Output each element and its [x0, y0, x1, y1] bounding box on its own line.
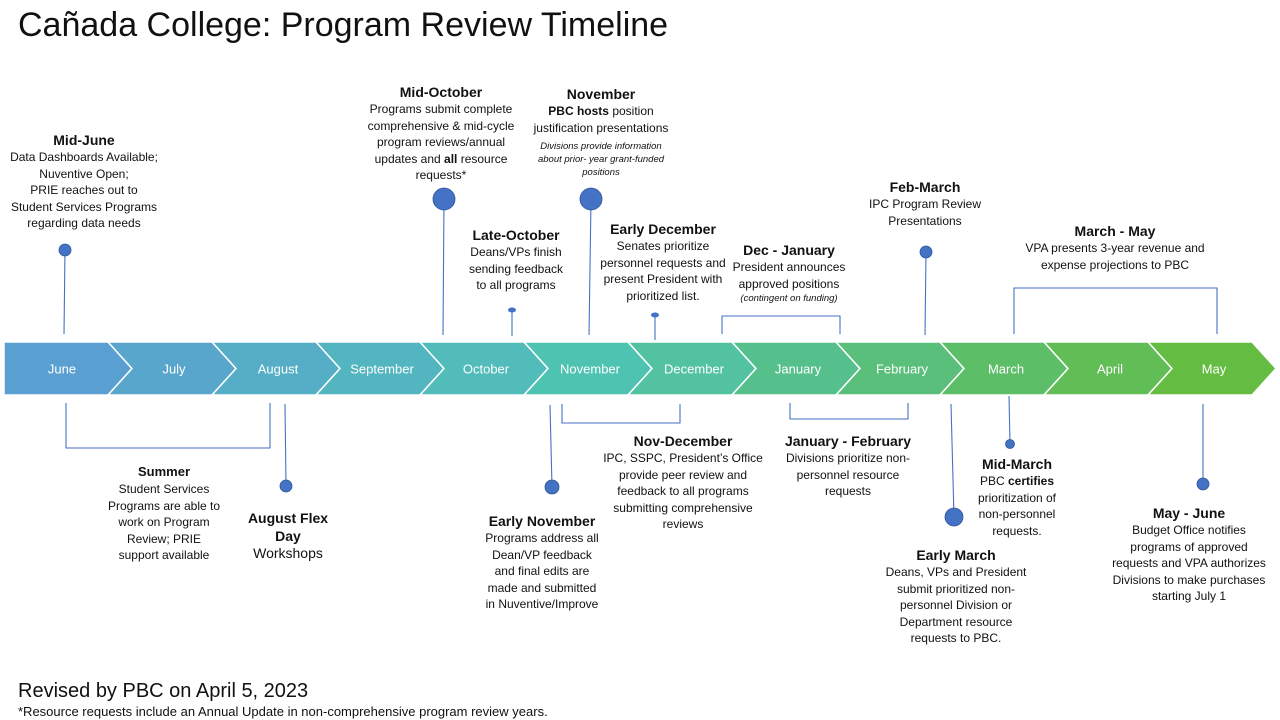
- event-mid-june: Mid-June Data Dashboards Available; Nuve…: [0, 131, 168, 232]
- connector-line: [63, 249, 66, 335]
- event-january-february: January - February Divisions prioritize …: [772, 432, 924, 500]
- event-marker: [432, 187, 456, 211]
- month-label: July: [162, 362, 186, 377]
- event-heading: Late-October: [472, 227, 560, 243]
- event-early-november: Early November Programs address all Dean…: [472, 512, 612, 613]
- event-heading: Early November: [488, 513, 596, 529]
- event-markers: [58, 187, 1210, 527]
- month-label: January: [775, 362, 822, 377]
- event-heading: Early December: [610, 221, 716, 237]
- month-label: June: [48, 362, 76, 377]
- month-chevron: [1146, 341, 1278, 396]
- event-heading: Feb-March: [889, 179, 961, 195]
- event-heading: January - February: [784, 433, 912, 449]
- range-bracket: [65, 403, 271, 449]
- event-heading: May - June: [1152, 505, 1226, 521]
- event-heading: Dec - January: [743, 242, 835, 258]
- event-marker: [919, 245, 933, 259]
- event-marker: [58, 243, 72, 257]
- event-heading: November: [566, 86, 636, 102]
- month-label: December: [664, 362, 725, 377]
- month-label: October: [463, 362, 510, 377]
- month-label: November: [560, 362, 621, 377]
- event-marker: [651, 312, 659, 318]
- event-heading: Mid-June: [53, 132, 115, 148]
- range-bracket: [721, 315, 841, 334]
- connector-line: [442, 199, 445, 336]
- event-marker: [944, 507, 964, 527]
- connector-line: [549, 404, 553, 488]
- event-heading: Early March: [916, 547, 996, 563]
- event-marker: [579, 187, 603, 211]
- month-label: August: [258, 362, 299, 377]
- event-heading: March - May: [1074, 223, 1156, 239]
- event-summer: Summer Student Services Programs are abl…: [100, 463, 228, 564]
- connector-line: [924, 251, 927, 336]
- range-bracket: [1013, 287, 1218, 334]
- event-early-march: Early March Deans, VPs and President sub…: [866, 546, 1046, 647]
- event-mid-october: Mid-October Programs submit complete com…: [355, 83, 527, 184]
- revision-note: Revised by PBC on April 5, 2023: [18, 680, 309, 702]
- event-marker: [279, 479, 293, 493]
- event-marker: [544, 479, 560, 495]
- connector-line: [1008, 395, 1011, 445]
- event-heading: Mid-October: [399, 84, 483, 100]
- month-label: September: [350, 362, 414, 377]
- month-chevrons: June July August September October November De…: [3, 341, 1278, 396]
- range-bracket: [789, 403, 909, 420]
- event-marker: [1005, 439, 1015, 449]
- event-feb-march: Feb-March IPC Program Review Presentatio…: [858, 178, 992, 229]
- month-label: March: [988, 362, 1024, 377]
- event-late-october: Late-October Deans/VPs finish sending fe…: [452, 226, 580, 294]
- event-may-june: May - June Budget Office notifies progra…: [1098, 504, 1280, 605]
- event-november: November PBC hosts position justificatio…: [522, 85, 680, 179]
- month-label: May: [1202, 362, 1227, 377]
- event-marker: [508, 307, 516, 313]
- month-label: April: [1097, 362, 1123, 377]
- event-dec-january: Dec - January President announces approv…: [718, 241, 860, 305]
- connector-lines: [63, 199, 1218, 518]
- connector-line: [284, 403, 287, 487]
- event-august-flex-day: August Flex Day Workshops: [236, 509, 340, 562]
- event-heading: Nov-December: [633, 433, 733, 449]
- event-marker: [1196, 477, 1210, 491]
- event-early-december: Early December Senates prioritize person…: [590, 220, 736, 304]
- event-nov-december: Nov-December IPC, SSPC, President’s Offi…: [596, 432, 770, 533]
- event-march-may: March - May VPA presents 3-year revenue …: [1005, 222, 1225, 273]
- event-heading: Mid-March: [982, 456, 1052, 472]
- event-mid-march: Mid-March PBC certifies prioritization o…: [956, 455, 1078, 539]
- month-label: February: [876, 362, 929, 377]
- page-title: Cañada College: Program Review Timeline: [18, 6, 669, 44]
- connector-line: [950, 403, 955, 518]
- connector-line: [588, 199, 592, 336]
- footnote: *Resource requests include an Annual Upd…: [18, 704, 548, 719]
- range-bracket: [561, 404, 681, 424]
- event-heading: Summer: [137, 464, 191, 479]
- event-heading: August Flex: [247, 510, 329, 526]
